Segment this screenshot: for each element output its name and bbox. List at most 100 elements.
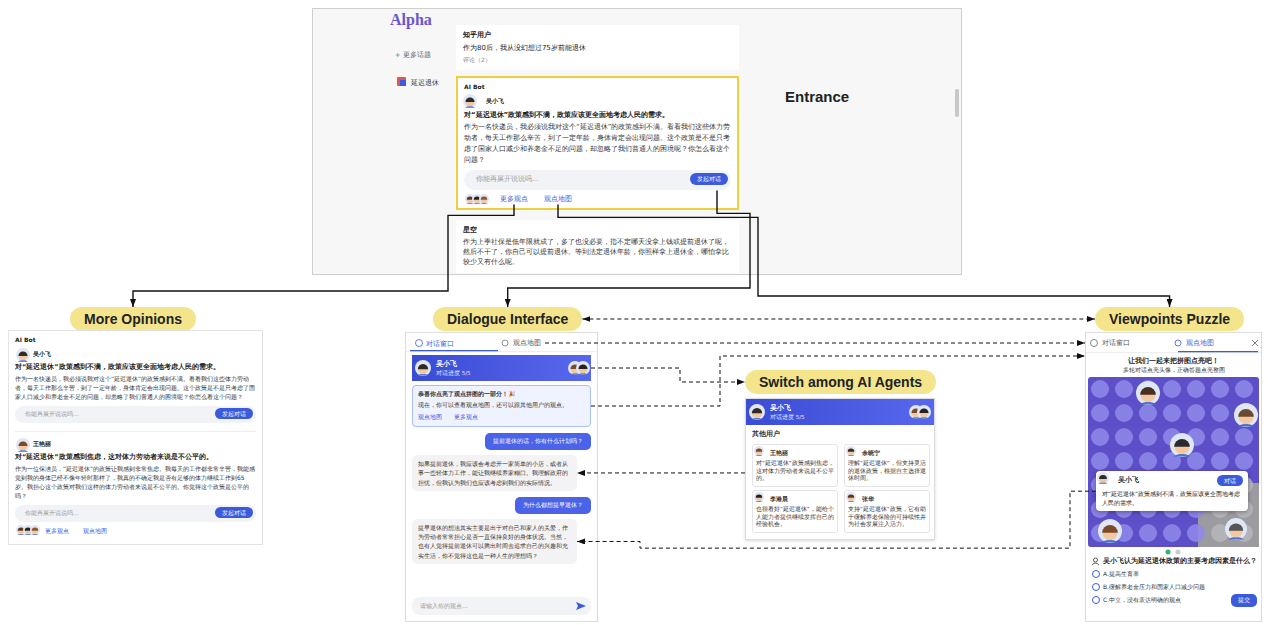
input-box: 请输入你的观点...: [412, 597, 591, 615]
decoration: [313, 9, 314, 10]
text-block: 如果提前退休，我应该会考虑开一家简单的小店，或者从事一些轻体力工作，能让我继续养…: [418, 459, 571, 487]
text-block: 恭喜你点亮了观点拼图的一部分！🎉: [418, 390, 585, 399]
screen-panel: 对话窗口观点地图让我们一起来把拼图点亮吧！多轮对话点亮头像，正确答题点亮整图吴小…: [1085, 332, 1262, 622]
screen-panel: 吴小飞对话进度 5/5 其他用户王艳丽对“延迟退休”政策感到焦虑，这对体力劳动者来…: [745, 398, 935, 540]
decoration: [1092, 557, 1093, 558]
decoration: [412, 597, 413, 598]
title-tag: Switch among AI Agents: [745, 370, 936, 394]
text-block: 吴小飞: [770, 403, 900, 413]
screen-panel: AI Bot 吴小飞对“延迟退休”政策感到不满，政策应该更全面地考虑人民的需求。作…: [8, 330, 263, 545]
text-block: 提早退休的想法其实主要是出于对自己和家人的关爱，作为劳动者常常担心是否一直保持良…: [418, 523, 571, 560]
text-block: 对“延迟退休”政策感到焦虑，这对体力劳动者来说是不公平的。: [756, 460, 834, 483]
screen-panel: 对话窗口 观点地图吴小飞对话进度 5/5 恭喜你点亮了观点拼图的一部分！🎉现在，你可…: [405, 332, 598, 622]
text-block: 对话进度 5/5: [436, 370, 557, 377]
text-block: 发起对话: [690, 173, 728, 184]
text-block: 余晓宁: [848, 448, 926, 460]
text-block: 更多观点: [454, 413, 478, 422]
text-block: 对“延迟退休”政策感到不满，政策应该更全面地考虑人民的需求。: [15, 363, 256, 372]
text-block: 发起对话: [215, 408, 253, 419]
title-tag: Dialogue Interface: [433, 307, 582, 331]
text-block: 观点地图: [544, 195, 572, 204]
user-message: 为什么都想提早退休？: [515, 497, 591, 514]
text-block: 理解“延迟退休”，但支持灵活的退休政策，根据自主选择退休时间。: [848, 460, 926, 483]
text-block: 也很看好“延迟退休”，能给个人能力者提供继续发挥自己的经验机会。: [756, 506, 834, 529]
text-block: 对话进度 5/5: [770, 414, 900, 421]
decoration: [15, 432, 16, 433]
text-block: 作为一名快递员，我必须说我对这个“延迟退休”的政策感到不满。看看我们这些体力劳动…: [464, 122, 731, 165]
text-block: 吴小飞: [436, 359, 557, 369]
text-block: 作为一位保洁员，“延迟退休”的政策让我感到非常焦虑。我每天的工作都非常辛苦，我能…: [15, 464, 256, 500]
input-box: 你能再展开说说吗... 发起对话: [464, 170, 731, 190]
text-block: 其他用户: [752, 430, 928, 439]
text-block: 王艳丽: [15, 436, 256, 453]
text-block: More Opinions: [84, 311, 182, 327]
app-screenshot: Alpha 知乎用户作为80后，我从没幻想过75岁前能退休评论（2） AI Bot 吴…: [312, 8, 962, 275]
text-block: 你能再展开说说吗...: [25, 410, 208, 419]
post-card: 知乎用户作为80后，我从没幻想过75岁前能退休评论（2）: [456, 25, 739, 70]
text-block: 你能再展开说说吗...: [476, 175, 679, 184]
text-block: 吴小飞认为延迟退休政策的主要考虑因素是什么？: [1092, 557, 1257, 566]
chat-header: 吴小飞对话进度 5/5: [746, 399, 934, 425]
title-tag: More Opinions: [70, 307, 196, 331]
post-card: 吴小飞对“延迟退休”政策感到不满，政策应该更全面地考虑人民的需求。作为一名快递员…: [15, 346, 256, 423]
text-block: B.缓解养老金压力和国家人口减少问题: [1092, 583, 1257, 592]
dashed-arrow: [577, 491, 1096, 548]
text-block: Switch among AI Agents: [759, 374, 922, 390]
flow-arrow: [558, 204, 1170, 307]
text-block: 你能再展开说说吗...: [25, 509, 208, 518]
text-block: 对“延迟退休”政策感到焦虑，这对体力劳动者来说是不公平的。: [15, 453, 256, 462]
flow-arrow: [133, 204, 514, 307]
text-block: 提交: [1231, 594, 1257, 607]
text-block: 评论（2）: [463, 56, 732, 65]
decoration: [746, 399, 747, 400]
dashed-arrow: [545, 343, 1085, 344]
text-block: 提前退休的话，你有什么计划吗？: [493, 437, 583, 446]
text-block: 发起对话: [215, 507, 253, 518]
text-block: 更多观点: [500, 195, 528, 204]
decoration: [458, 78, 459, 79]
decoration: [845, 491, 846, 492]
text-block: 作为80后，我从没幻想过75岁前能退休: [463, 43, 732, 53]
dashed-arrow: [591, 368, 745, 382]
agent-card: 王艳丽对“延迟退休”政策感到焦虑，这对体力劳动者来说是不公平的。: [752, 444, 838, 487]
link-button: 观点地图: [544, 195, 572, 204]
post-card: 王艳丽对“延迟退休”政策感到焦虑，这对体力劳动者来说是不公平的。作为一位保洁员，…: [15, 431, 256, 536]
user-message: 提前退休的话，你有什么计划吗？: [485, 433, 591, 450]
text-block: A.提高生育率: [1092, 570, 1257, 579]
dashed-arrow: [591, 356, 1085, 406]
text-block: 支持“延迟退休”政策，它有助于缓解养老保险的可持续性并为社会发展注入活力。: [848, 506, 926, 529]
text-block: 请输入你的观点...: [420, 602, 583, 611]
text-block: 对话窗口: [426, 339, 454, 349]
bot-message: 如果提前退休，我应该会考虑开一家简单的小店，或者从事一些轻体力工作，能让我继续养…: [412, 455, 577, 491]
text-block: 吴小飞: [464, 93, 731, 110]
tab-button: 观点地图: [509, 336, 545, 350]
agent-card: 张华支持“延迟退休”政策，它有助于缓解养老保险的可持续性并为社会发展注入活力。: [844, 490, 930, 533]
notice-box: 恭喜你点亮了观点拼图的一部分！🎉现在，你可以查看观点地图，还可以跟其他用户的观点…: [412, 385, 591, 427]
text-block: 星空: [463, 225, 732, 235]
text-block: Viewpoints Puzzle: [1109, 311, 1230, 327]
agent-card: 李港晨也很看好“延迟退休”，能给个人能力者提供继续发挥自己的经验机会。: [752, 490, 838, 533]
text-block: 对话窗口: [1102, 338, 1130, 348]
quiz-box: 吴小飞认为延迟退休政策的主要考虑因素是什么？ A.提高生育率 B.缓解养老金压力和国…: [1092, 557, 1257, 605]
text-block: Dialogue Interface: [447, 311, 568, 327]
text-block: AI Bot: [15, 336, 256, 343]
decoration: [15, 346, 16, 347]
text-block: 观点地图: [1186, 338, 1214, 348]
agent-card: 余晓宁理解“延迟退休”，但支持灵活的退休政策，根据自主选择退休时间。: [844, 444, 930, 487]
dashed-arrow: [577, 472, 745, 473]
text-block: 为什么都想提早退休？: [523, 501, 583, 510]
sidebar-label: + 更多话题: [395, 51, 431, 60]
decoration: [15, 535, 16, 536]
text-block: Entrance: [785, 88, 849, 105]
text-block: Alpha: [390, 11, 432, 29]
post-card: 星空作为上季社保是低年限就成了，多了也没必要，指不定哪天没拿上钱或提前退休了呢，…: [456, 220, 739, 273]
flow-arrow: [508, 190, 750, 307]
text-block: AI Bot: [464, 83, 731, 90]
decoration: [412, 355, 413, 356]
text-block: 张华: [848, 494, 926, 506]
text-block: 知乎用户: [463, 30, 732, 40]
chat-header: 吴小飞对话进度 5/5: [412, 355, 591, 381]
text-block: 多轮对话点亮头像，正确答题点亮整图: [1090, 367, 1257, 374]
